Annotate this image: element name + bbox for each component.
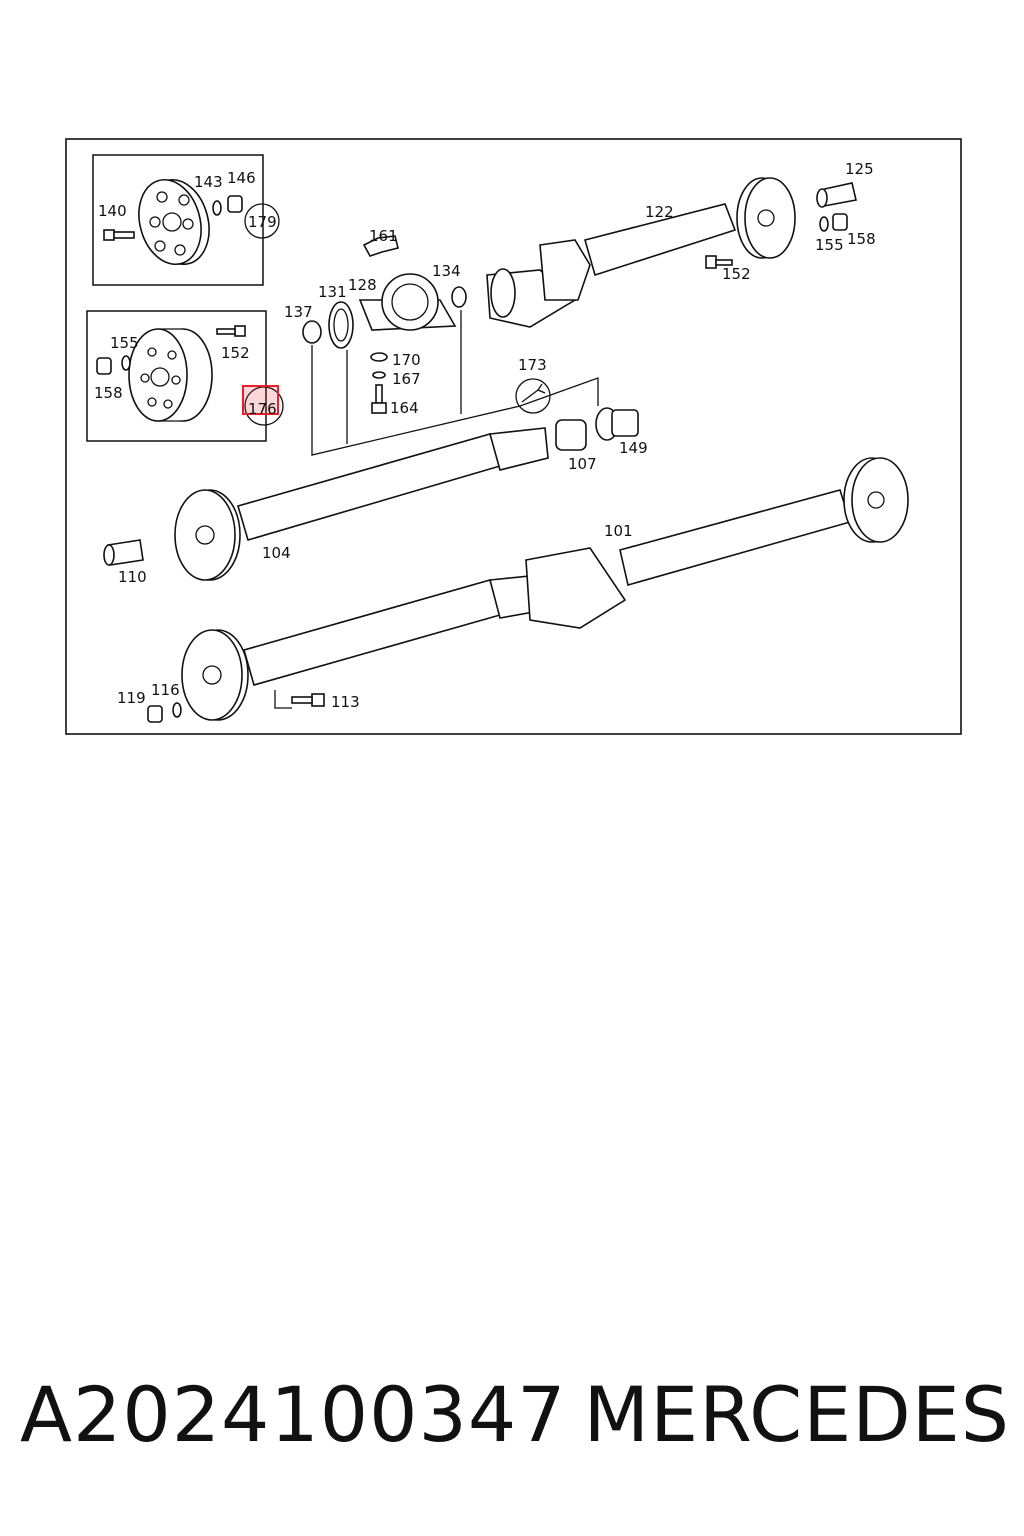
wrench-symbol-icon [515,378,551,414]
callout-152: 152 [221,344,250,362]
callout-128: 128 [348,276,377,294]
bolt-icon [705,255,733,269]
inset-box-damper [86,310,267,442]
callout-158: 158 [94,384,123,402]
parts-diagram: 140 143 146 179 155 152 158 176 161 131 … [65,138,962,735]
center-bearing-icon [358,273,457,331]
diagram-frame [65,138,962,735]
washer-icon [121,355,131,371]
bolt-icon [371,384,387,414]
driveshaft-front-icon [486,177,796,328]
callout-167: 167 [392,370,421,388]
washer-icon [819,216,829,232]
callout-101: 101 [604,522,633,540]
nut-icon [555,419,587,451]
callout-155: 155 [815,236,844,254]
washer-icon [212,200,222,216]
callout-131: 131 [318,283,347,301]
bolt-icon [216,325,246,337]
brand-name: MERCEDES [583,1370,1010,1459]
bushing-icon [816,182,857,208]
washer-icon [370,352,388,362]
callout-176: 176 [248,400,277,418]
seal-ring-icon [595,407,639,441]
callout-113: 113 [331,693,360,711]
washer-icon [372,371,386,379]
callout-122: 122 [645,203,674,221]
tool-icon [362,235,399,257]
callout-161: 161 [369,227,398,245]
callout-140: 140 [98,202,127,220]
callout-134: 134 [432,262,461,280]
callout-155: 155 [110,334,139,352]
flex-disc-icon [138,178,210,266]
nut-icon [832,213,848,231]
washer-icon [172,702,182,718]
caption: A2024100347 MERCEDES [20,1370,1010,1459]
callout-170: 170 [392,351,421,369]
callout-152: 152 [722,265,751,283]
callout-119: 119 [117,689,146,707]
callout-173: 173 [518,356,547,374]
nut-icon [96,357,112,375]
bolt-icon [291,693,325,707]
callout-179: 179 [248,213,277,231]
callout-164: 164 [390,399,419,417]
nut-icon [147,705,163,723]
bearing-ring-icon [328,301,354,349]
driveshaft-rear-section-icon [174,427,549,581]
callout-116: 116 [151,681,180,699]
callout-104: 104 [262,544,291,562]
bolt-icon [103,229,135,241]
callout-circle-179 [244,203,280,239]
leader-line [274,690,292,709]
callout-137: 137 [284,303,313,321]
washer-icon [451,286,467,308]
vibration-damper-icon [128,328,213,422]
bushing-icon [103,539,144,566]
callout-158: 158 [847,230,876,248]
part-number: A2024100347 [20,1370,567,1459]
nut-icon [227,195,243,213]
seal-ring-icon [302,320,322,344]
callout-143: 143 [194,173,223,191]
leader-line [311,345,599,456]
highlight-box-176 [242,385,279,415]
callout-149: 149 [619,439,648,457]
callout-110: 110 [118,568,147,586]
driveshaft-assembly-icon [181,457,909,721]
callout-125: 125 [845,160,874,178]
callout-146: 146 [227,169,256,187]
inset-box-flex-disc [92,154,264,286]
callout-107: 107 [568,455,597,473]
